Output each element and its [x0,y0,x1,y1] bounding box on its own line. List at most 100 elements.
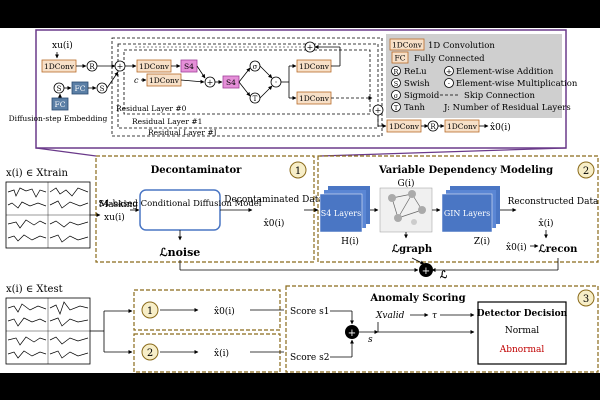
total-loss-label: ℒ [440,270,447,281]
anomaly-frame [285,285,599,373]
svg-text:1DConv: 1DConv [299,62,330,71]
svg-text:FC: FC [395,54,406,63]
svg-text:1DConv: 1DConv [447,122,478,131]
score-1-label: Score s1 [290,307,329,317]
diffusion-model-box [139,189,221,231]
test-step-1-badge [141,301,159,319]
tanh-node-label: T [253,95,258,103]
swish-node-1-label: S [57,85,62,93]
fc-block-2-label: FC [55,100,66,109]
residual-layer-1-frame [117,43,379,129]
svg-text:+: + [117,62,124,71]
z-var-label: Z(i) [474,236,490,247]
relu-node-label: R [89,63,95,71]
reconstructed-var: x̂(i) [539,218,554,229]
decontaminator-frame [95,155,315,263]
layer-conv-label: 1DConv [139,62,170,71]
decontaminator-title: Decontaminator [151,165,243,176]
fc-block-1-label: FC [75,84,86,93]
svg-text:S: S [394,80,398,88]
svg-text:1DConv: 1DConv [299,94,330,103]
train-input-label: x(i) ∈ Xtrain [6,168,68,179]
graph-icon [379,187,433,233]
normal-label: Normal [505,326,539,336]
s4-layers-label: S4 Layers [321,209,361,218]
train-signal-plot [5,181,91,249]
s4-layers-stack [319,193,363,233]
test-step-2-output: x̂(i) [214,348,229,359]
test-step-2-frame [133,333,281,373]
x-valid-label: Xvalid [375,311,405,321]
svg-text:+: + [307,43,314,52]
legend-tanh: Tanh [404,103,426,113]
legend-fc: Fully Connected [414,54,485,64]
s4-block-2-label: S4 [226,78,236,87]
tau-label: τ [432,311,438,321]
svg-text:T: T [394,104,399,112]
test-step-2-badge [141,343,159,361]
decontaminated-title: Decontaminated Data [224,195,324,205]
masked-input-label: xu(i) [104,212,125,223]
condition-label: c [134,76,139,85]
svg-text:R: R [430,123,436,131]
residual-layer-j-label: Residual Layer #J [148,128,217,137]
s4-block-1-label: S4 [184,62,194,71]
recon-input-var: x̂0(i) [506,242,527,253]
g-var-label: G(i) [397,178,414,189]
detector-decision-title: Detector Decision [477,309,568,319]
svg-text:1DConv: 1DConv [149,76,180,85]
abnormal-label: Abnormal [499,345,545,355]
legend-sigmoid: Sigmoid [404,91,440,101]
score-2-label: Score s2 [290,353,329,363]
legend-j: J: Number of Residual Layers [443,103,571,113]
test-input-label: x(i) ∈ Xtest [6,284,63,295]
combined-score-label: s [368,335,373,345]
masking-label: Masking [99,200,138,210]
diffusion-embedding-label: Diffusion-step Embedding [9,114,108,123]
legend-conv: 1D Convolution [428,41,495,51]
svg-text:σ: σ [394,92,399,100]
total-loss-sum-node [419,263,433,277]
residual-layer-j-frame [111,37,383,137]
decontaminated-var: x̂0(i) [264,218,285,229]
noise-loss-label: ℒnoise [160,246,201,259]
test-signal-plot [5,297,91,365]
svg-text:+: + [375,106,382,115]
anomaly-title: Anomaly Scoring [369,293,465,304]
reconstructed-title: Reconstructed Data [508,197,599,207]
input-conv-label: 1DConv [44,62,75,71]
gin-layers-stack [441,193,493,233]
residual-input-label: xu(i) [52,40,73,51]
svg-text:1DConv: 1DConv [392,41,423,50]
svg-text:·: · [275,78,278,87]
svg-text:+: + [422,266,430,277]
step-2-badge [577,161,595,179]
dependency-frame [317,155,599,263]
detector-decision-box [477,301,567,365]
svg-text:·: · [448,79,450,88]
score-sum-node [345,325,359,339]
swish-node-2-label: S [100,85,105,93]
svg-text:1DConv: 1DConv [389,122,420,131]
residual-output-label: x̂0(i) [490,122,511,133]
svg-text:+: + [446,67,452,76]
residual-panel-frame [35,29,567,149]
gin-layers-label: GIN Layers [444,209,490,218]
graph-loss-label: ℒgraph [392,244,433,255]
test-step-2-number: 2 [147,348,153,359]
svg-text:+: + [348,328,356,339]
sigmoid-node-label: σ [253,63,258,71]
step-3-badge [577,289,595,307]
step-3-number: 3 [583,294,589,305]
residual-layer-0-label: Residual Layer #0 [116,104,187,113]
dependency-title: Variable Dependency Modeling [378,165,553,176]
legend-mul: Element-wise Multiplication [456,79,578,89]
h-var-label: H(i) [341,236,359,247]
step-2-number: 2 [583,166,589,177]
test-step-1-number: 1 [147,306,153,317]
diffusion-model-label: S4-based Conditional Diffusion Model [98,199,261,209]
step-1-number: 1 [295,166,301,177]
legend-relu: ReLu [404,67,427,77]
